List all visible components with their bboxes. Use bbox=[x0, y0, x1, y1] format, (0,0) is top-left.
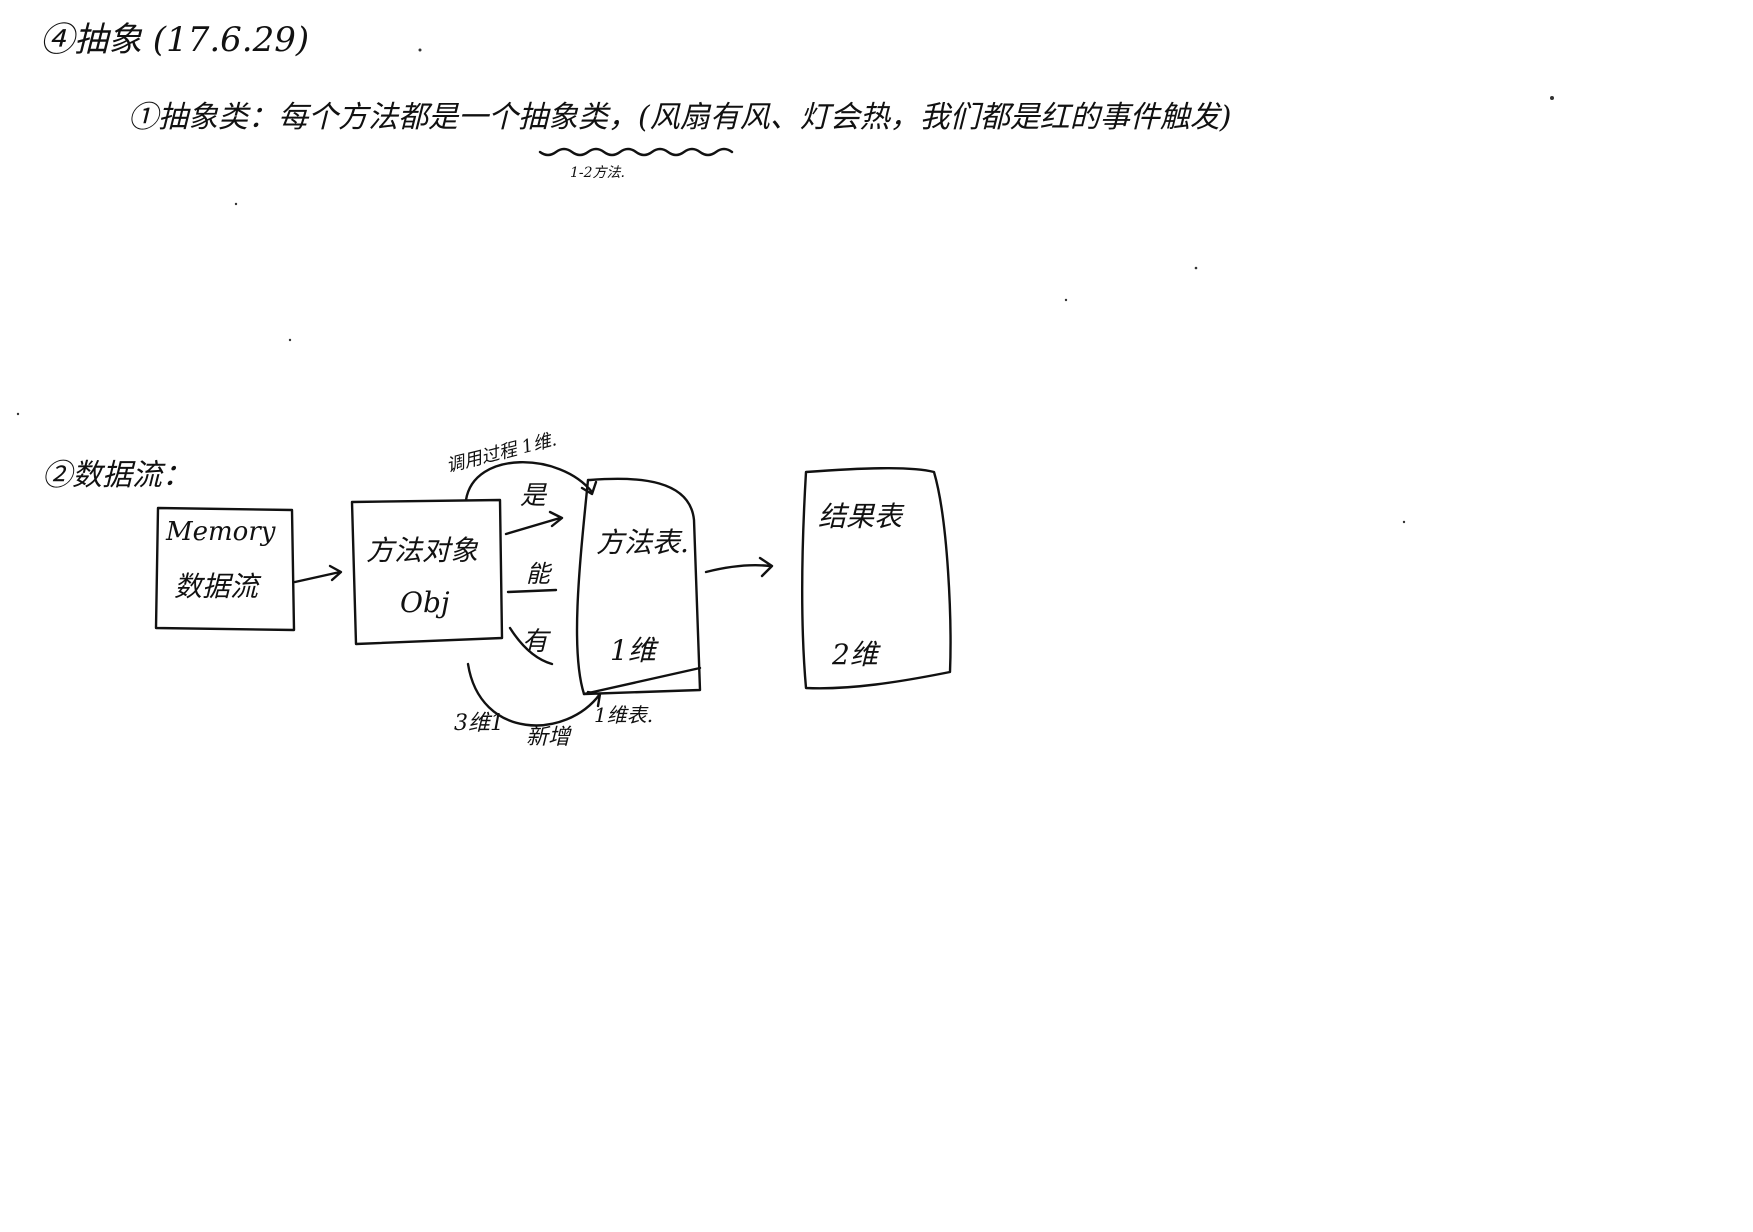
object-box-line2: Obj bbox=[400, 586, 450, 619]
method-box-line2: 1维 bbox=[610, 634, 659, 667]
paper-specks bbox=[16, 48, 1554, 524]
memory-box-line1: Memory bbox=[165, 517, 276, 547]
arrow-label-is: 是 bbox=[520, 481, 548, 511]
arrow-memory-to-object bbox=[293, 564, 343, 584]
arc-top-label: 调用过程 1维. bbox=[444, 429, 559, 477]
memory-box-line2: 数据流 bbox=[174, 570, 262, 603]
note-underline bbox=[538, 147, 734, 157]
arc-top bbox=[464, 461, 598, 502]
arrow-has bbox=[508, 626, 554, 666]
note-line1-sub: 1-2方法. bbox=[570, 165, 625, 181]
arrow-is bbox=[504, 510, 564, 536]
arc-bottom-label-1: 3维1 bbox=[454, 711, 504, 736]
note-line1: ①抽象类：每个方法都是一个抽象类，(风扇有风、灯会热，我们都是红的事件触发) bbox=[128, 100, 1232, 135]
arc-bottom-label-2: 新增 bbox=[526, 725, 572, 750]
result-table-box bbox=[801, 467, 952, 690]
arc-bottom-label-3: 1维表. bbox=[594, 703, 653, 727]
arrow-label-has: 有 bbox=[522, 627, 552, 657]
note-heading: ④抽象 (17.6.29) bbox=[40, 20, 310, 60]
object-box bbox=[350, 498, 504, 646]
result-box-line1: 结果表 bbox=[818, 500, 905, 533]
object-box-line1: 方法对象 bbox=[366, 534, 479, 567]
arrow-label-can: 能 bbox=[526, 560, 553, 588]
arrow-method-to-result bbox=[704, 556, 774, 578]
result-box-line2: 2维 bbox=[831, 638, 881, 671]
method-box-line1: 方法表. bbox=[596, 526, 689, 559]
arrow-can bbox=[506, 588, 558, 594]
section2-heading: ②数据流： bbox=[42, 458, 192, 493]
memory-box bbox=[154, 506, 296, 632]
